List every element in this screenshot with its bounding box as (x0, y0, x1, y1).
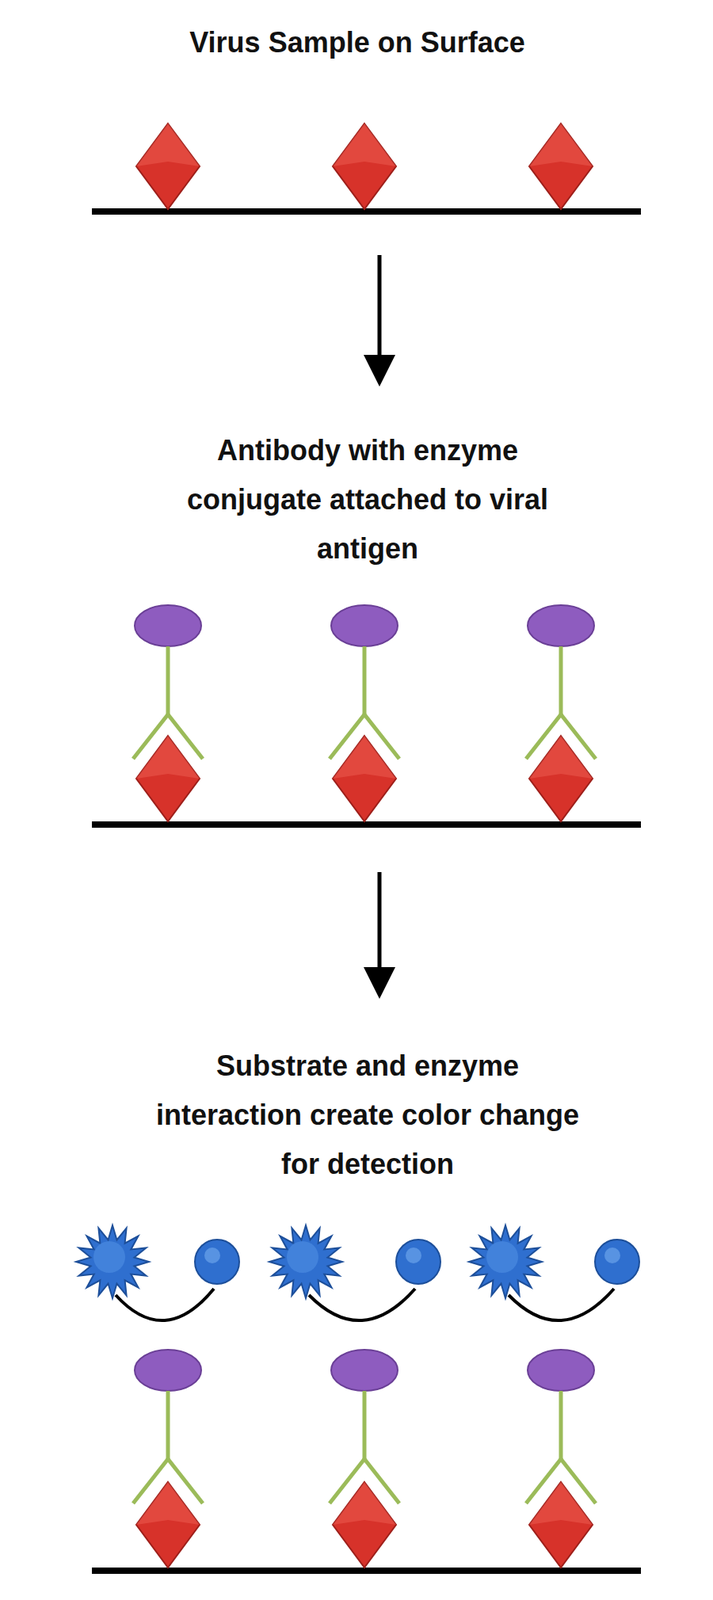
viral-antigen (332, 1482, 397, 1568)
stage-heading: Virus Sample on Surface (80, 18, 635, 68)
step-arrow (377, 255, 382, 373)
reaction-arc (308, 1288, 416, 1321)
viral-antigen (136, 1482, 200, 1568)
viral-antigen (136, 735, 200, 822)
colored-product (76, 1225, 149, 1299)
viral-antigen (529, 123, 593, 210)
stage-caption: Substrate and enzyme interaction create … (153, 1041, 582, 1190)
product-shine (286, 1241, 319, 1274)
viral-antigen (332, 735, 397, 822)
enzyme-antibody (133, 1349, 203, 1504)
viral-antigen (529, 1482, 593, 1568)
enzyme-antibody (329, 1349, 400, 1504)
product-shine (486, 1241, 519, 1274)
arrow-head (363, 354, 396, 387)
arrow-head (363, 967, 396, 999)
substrate-molecule (594, 1239, 640, 1285)
reaction-arc (508, 1288, 614, 1321)
colored-product (468, 1225, 542, 1299)
substrate-molecule (396, 1239, 441, 1285)
stage-caption: Antibody with enzyme conjugate attached … (169, 426, 566, 574)
substrate-molecule (194, 1239, 240, 1285)
viral-antigen (529, 735, 593, 822)
surface-line (91, 208, 641, 215)
substrate-shine (204, 1247, 221, 1264)
enzyme-antibody (526, 1349, 596, 1504)
colored-product (269, 1225, 343, 1299)
surface-line (91, 821, 641, 828)
substrate-shine (405, 1247, 422, 1264)
viral-antigen (332, 123, 397, 210)
reaction-arc (115, 1288, 214, 1321)
substrate-shine (604, 1247, 621, 1264)
viral-antigen (136, 123, 200, 210)
product-shine (93, 1241, 126, 1274)
surface-line (91, 1567, 641, 1575)
